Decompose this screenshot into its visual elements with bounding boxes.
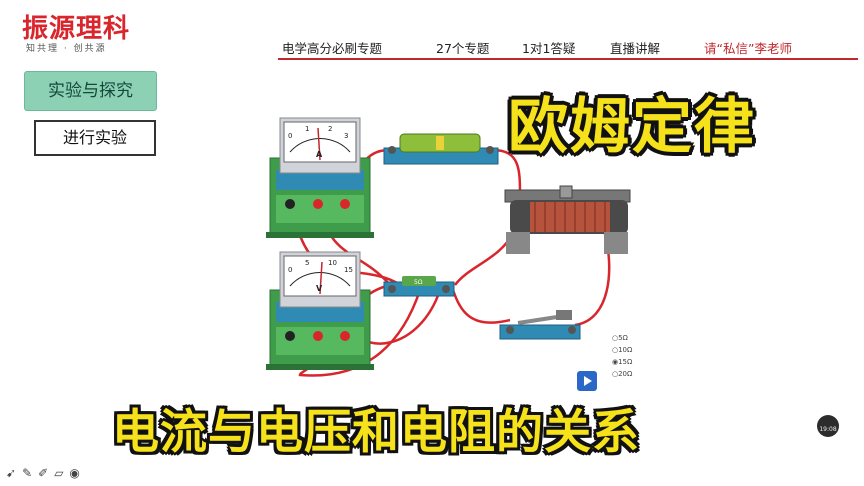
- promo-contact: 请“私信”李老师: [704, 41, 792, 56]
- promo-text-1: 电学高分必刷专题: [282, 41, 383, 56]
- option-15ohm[interactable]: ◉15Ω: [612, 358, 633, 366]
- promo-text-3: 1对1答疑: [522, 41, 576, 56]
- ammeter: [266, 117, 374, 238]
- record-icon[interactable]: ◉: [69, 466, 86, 480]
- voltmeter-tick-1: 5: [305, 259, 309, 267]
- play-icon[interactable]: [577, 371, 597, 391]
- section-button[interactable]: 实验与探究: [24, 71, 157, 111]
- voltmeter: [266, 251, 374, 370]
- voltmeter-tick-0: 0: [288, 266, 292, 274]
- voltmeter-tick-2: 10: [328, 259, 337, 267]
- fixed-resistor: [383, 276, 455, 297]
- ammeter-tick-2: 2: [328, 125, 332, 133]
- option-5ohm[interactable]: ○5Ω: [612, 334, 628, 342]
- annotation-toolbar: ➹✎✐▱◉: [6, 466, 86, 480]
- eraser-icon[interactable]: ▱: [54, 466, 70, 480]
- brand-logo: 振源理科: [22, 14, 131, 44]
- rheostat: [504, 185, 631, 254]
- promo-text-4: 直播讲解: [610, 41, 661, 56]
- main-title: 欧姆定律: [508, 92, 756, 162]
- header-divider: [278, 58, 858, 60]
- clock-badge: 19:08: [817, 415, 839, 437]
- run-experiment-button[interactable]: 进行实验: [34, 120, 156, 156]
- ammeter-tick-3: 3: [344, 132, 348, 140]
- resistor-label: 5Ω: [414, 279, 423, 286]
- voltmeter-tick-3: 15: [344, 266, 353, 274]
- ammeter-tick-1: 1: [305, 125, 309, 133]
- ammeter-unit: A: [316, 150, 323, 159]
- subtitle: 电流与电压和电阻的关系: [112, 405, 640, 460]
- highlighter-icon[interactable]: ✐: [38, 466, 55, 480]
- promo-text-2: 27个专题: [436, 41, 490, 56]
- pen-icon[interactable]: ✎: [22, 466, 39, 480]
- voltmeter-unit: V: [316, 284, 323, 293]
- switch: [499, 310, 581, 340]
- brand-tagline: 知共理 · 创共源: [26, 44, 107, 54]
- option-20ohm[interactable]: ○20Ω: [612, 370, 633, 378]
- battery: [383, 133, 499, 165]
- ammeter-tick-0: 0: [288, 132, 292, 140]
- option-10ohm[interactable]: ○10Ω: [612, 346, 633, 354]
- pointer-icon[interactable]: ➹: [6, 466, 23, 480]
